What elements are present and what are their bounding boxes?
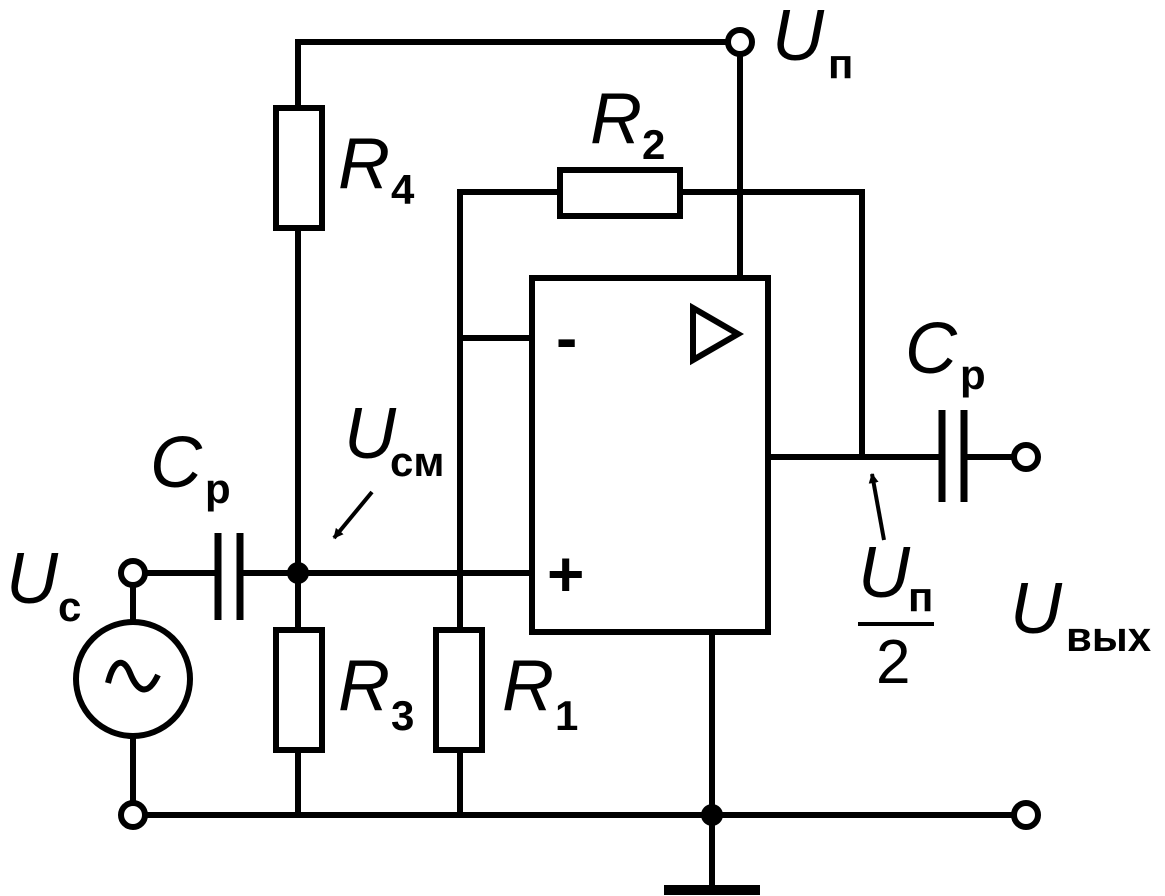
ground-terminal-right xyxy=(1011,800,1041,830)
label-source-voltage: U с xyxy=(6,539,81,630)
svg-text:U: U xyxy=(1010,569,1063,649)
label-cap-output: C р xyxy=(905,309,986,398)
svg-text:U: U xyxy=(6,539,59,619)
svg-text:C: C xyxy=(905,309,958,389)
bias-node xyxy=(287,562,309,584)
label-midpoint-voltage: U п 2 xyxy=(858,533,934,697)
resistor-r1 xyxy=(433,627,485,753)
label-r3: R 3 xyxy=(338,646,414,739)
svg-text:1: 1 xyxy=(555,692,578,739)
capacitor-input xyxy=(214,533,244,620)
resistor-r2 xyxy=(557,167,683,219)
label-r2: R 2 xyxy=(590,79,665,168)
input-terminal xyxy=(118,558,148,588)
svg-text:вых: вых xyxy=(1066,613,1152,660)
svg-text:U: U xyxy=(772,0,825,76)
label-r4: R 4 xyxy=(338,124,415,213)
ground-terminal-left xyxy=(118,800,148,830)
svg-text:3: 3 xyxy=(391,692,414,739)
svg-text:R: R xyxy=(502,646,554,726)
svg-text:с: с xyxy=(58,583,81,630)
svg-text:U: U xyxy=(858,533,911,613)
label-r1: R 1 xyxy=(502,646,578,739)
wires xyxy=(130,39,1017,893)
triangle-amplifier-icon xyxy=(690,302,744,366)
supply-terminal xyxy=(725,27,755,57)
svg-text:2: 2 xyxy=(876,628,910,697)
svg-text:U: U xyxy=(344,394,397,474)
label-cap-input: C р xyxy=(150,423,231,512)
svg-text:см: см xyxy=(390,438,444,485)
label-bias-voltage: U см xyxy=(344,394,444,485)
svg-text:р: р xyxy=(205,465,231,512)
svg-text:4: 4 xyxy=(391,166,415,213)
svg-text:2: 2 xyxy=(642,121,665,168)
sine-wave-icon xyxy=(105,659,161,693)
opamp-inverting-sign: - xyxy=(556,302,577,374)
svg-text:п: п xyxy=(828,40,853,87)
svg-text:R: R xyxy=(338,646,390,726)
resistor-r3 xyxy=(273,627,325,753)
midpoint-arrow xyxy=(868,473,886,541)
svg-text:R: R xyxy=(338,124,390,204)
resistor-r4 xyxy=(273,105,325,231)
svg-text:п: п xyxy=(908,573,933,620)
opamp-noninverting-sign: + xyxy=(547,538,584,610)
label-supply: U п xyxy=(772,0,853,87)
svg-text:C: C xyxy=(150,423,203,503)
capacitor-output xyxy=(938,410,968,502)
svg-text:р: р xyxy=(960,351,986,398)
ground-node xyxy=(701,804,723,826)
output-terminal xyxy=(1011,442,1041,472)
svg-text:R: R xyxy=(590,79,642,159)
bias-arrow xyxy=(332,490,374,540)
label-output-voltage: U вых xyxy=(1010,569,1152,660)
